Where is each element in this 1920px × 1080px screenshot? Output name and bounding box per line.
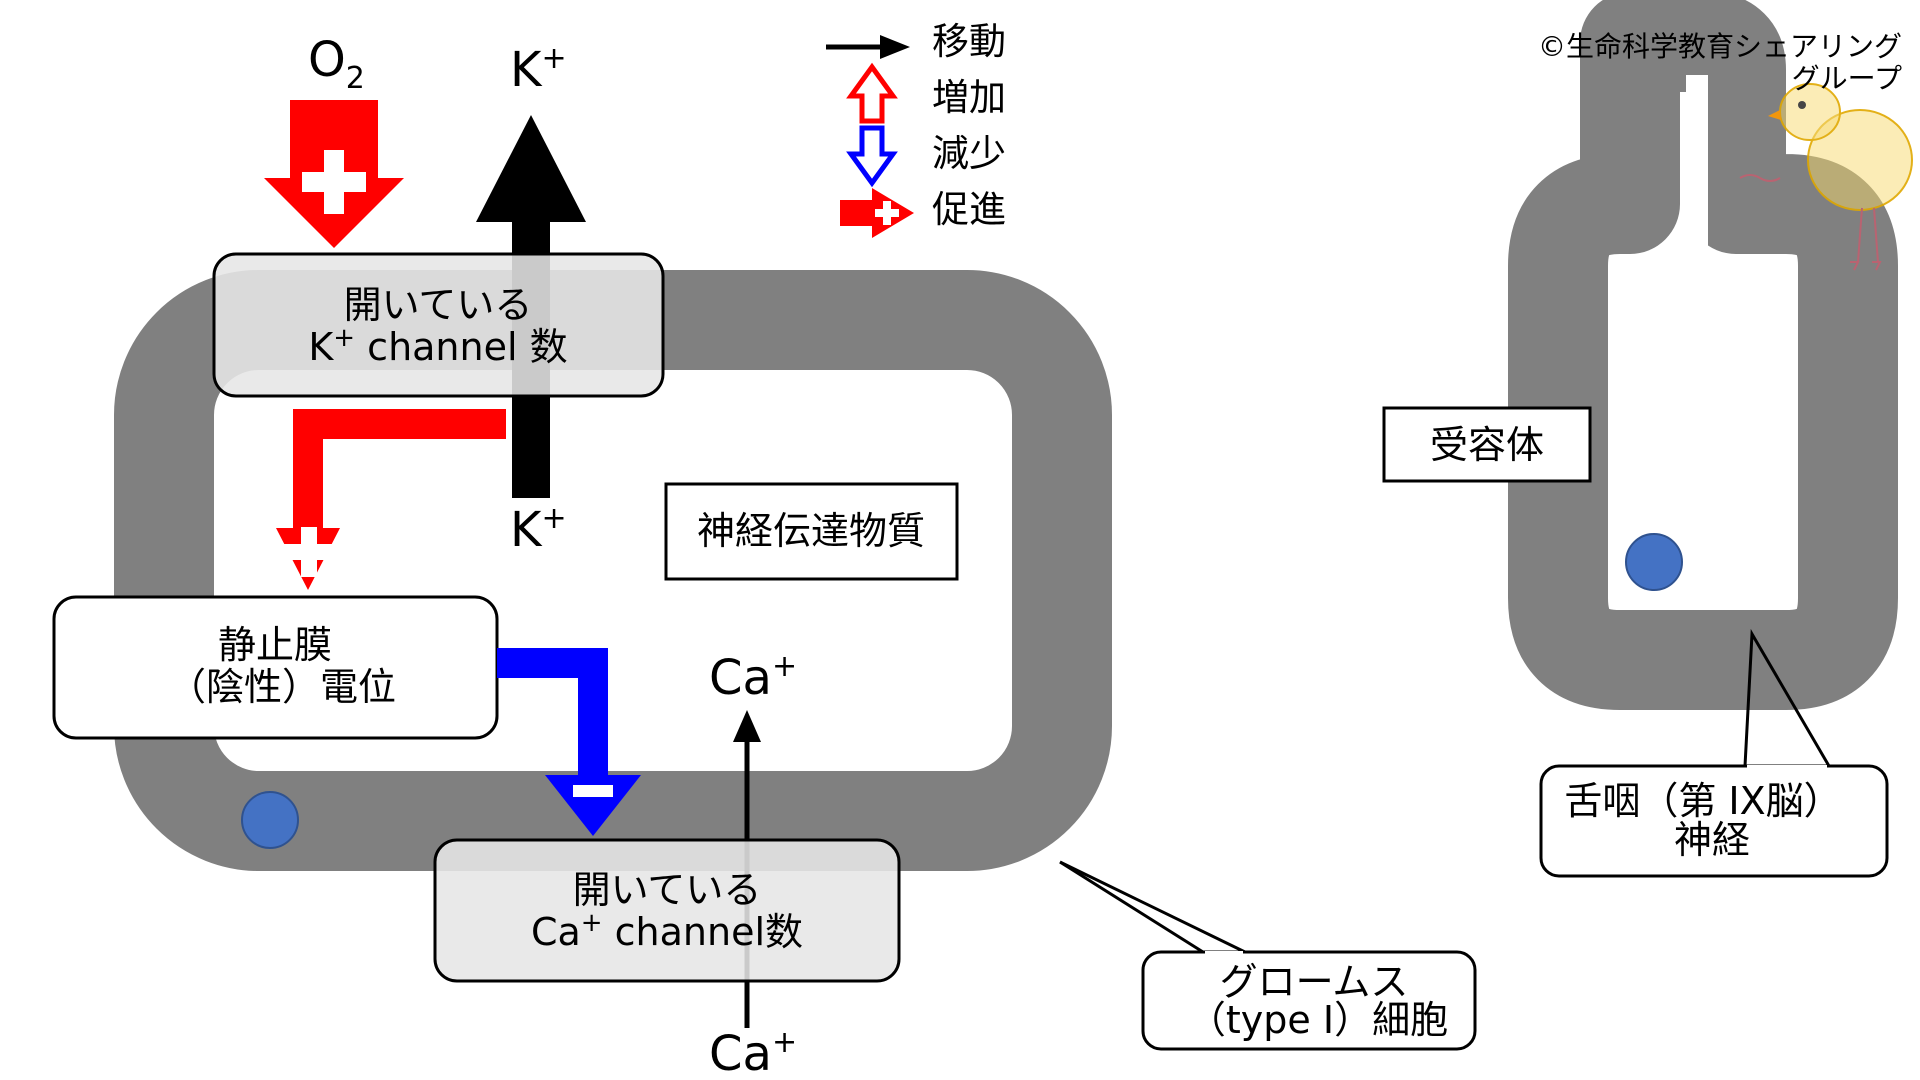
k-channel-line1: 開いている [344, 283, 533, 327]
k-channel-line2: K+ channel 数 [308, 323, 567, 369]
box-resting-potential: 静止膜 （陰性）電位 [52, 595, 499, 740]
neurotransmitter-label: 神経伝達物質 [697, 509, 925, 553]
legend-decrease-label: 減少 [932, 132, 1006, 175]
ca-channel-line2: Ca+ channel数 [531, 908, 803, 954]
legend-increase-arrow-icon [846, 62, 898, 124]
box-ca-channel: 開いている Ca+ channel数 [433, 838, 901, 983]
nerve-ending-lumen [1617, 263, 1787, 598]
box-k-channel: 開いている K+ channel 数 [212, 252, 665, 398]
nerve-line2: 神経 [1674, 818, 1750, 862]
k-outside-label: K+ [510, 41, 567, 98]
box-receptor: 受容体 [1382, 406, 1592, 483]
receptor-label: 受容体 [1430, 423, 1544, 467]
copyright-line2: グループ [1792, 62, 1902, 95]
nerve-ending-membrane [1508, 0, 1898, 710]
glomus-line1: グロームス [1220, 960, 1409, 1004]
chick-illustration [1739, 83, 1913, 271]
nerve-ending-neck-lumen [1686, 75, 1708, 265]
o2-promote-arrow [264, 100, 404, 248]
legend-move-arrow-icon [826, 35, 910, 59]
glomus-line2: （type I）細胞 [1188, 998, 1448, 1042]
vesicle-nerve [1625, 533, 1683, 591]
legend-promote-arrow-icon [840, 188, 914, 238]
vesicle-glomus [241, 791, 299, 849]
legend-promote-label: 促進 [932, 188, 1006, 231]
nerve-line1: 舌咽（第 IX脳） [1564, 779, 1841, 823]
copyright-line1: ©生命科学教育シェアリング [1538, 30, 1902, 63]
legend-move-label: 移動 [932, 20, 1006, 63]
k-inside-label: K+ [510, 501, 567, 558]
callout-nerve: 舌咽（第 IX脳） 神経 [1539, 628, 1889, 878]
legend-decrease-arrow-icon [846, 125, 898, 188]
o2-label: O2 [308, 32, 365, 96]
ca-channel-line1: 開いている [573, 868, 762, 912]
legend: 移動 増加 減少 促進 [826, 20, 1006, 238]
resting-line2: （陰性）電位 [168, 665, 396, 709]
k-to-resting-promote-arrow [276, 409, 506, 590]
resting-to-ca-decrease-arrow [497, 648, 641, 836]
callout-glomus: グロームス （type I）細胞 [1059, 860, 1477, 1051]
box-neurotransmitter: 神経伝達物質 [664, 482, 959, 581]
ca-inside-label: Ca+ [709, 649, 797, 706]
legend-increase-label: 増加 [932, 76, 1006, 119]
ca-outside-label: Ca+ [709, 1025, 797, 1080]
resting-line1: 静止膜 [218, 623, 332, 667]
